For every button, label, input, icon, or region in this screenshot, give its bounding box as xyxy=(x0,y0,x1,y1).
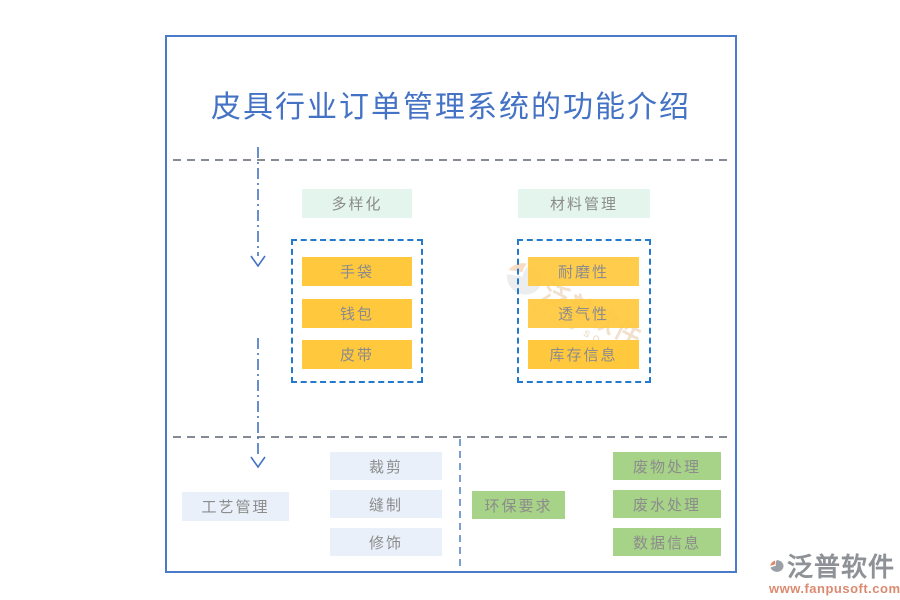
item-waste-disposal: 废物处理 xyxy=(613,452,721,480)
item-data-info: 数据信息 xyxy=(613,528,721,556)
logo-text: 泛普软件 xyxy=(786,552,895,582)
item-belt: 皮带 xyxy=(302,340,412,369)
group-box-diversification xyxy=(291,239,423,383)
fanpu-logo: 泛普软件 www.fanpusoft.com xyxy=(769,547,900,596)
logo-url: www.fanpusoft.com xyxy=(769,581,900,596)
label-process: 工艺管理 xyxy=(182,492,289,521)
item-sewing: 缝制 xyxy=(330,490,442,518)
label-environment: 环保要求 xyxy=(472,491,565,519)
label-material: 材料管理 xyxy=(518,189,650,218)
item-trimming: 修饰 xyxy=(330,528,442,556)
label-diversification: 多样化 xyxy=(302,189,412,218)
item-inventory-info: 库存信息 xyxy=(528,340,639,369)
item-wear-resistance: 耐磨性 xyxy=(528,257,639,286)
item-wastewater-treatment: 废水处理 xyxy=(613,490,721,518)
item-breathability: 透气性 xyxy=(528,299,639,328)
diagram-frame xyxy=(165,35,737,573)
item-wallet: 钱包 xyxy=(302,299,412,328)
group-box-material xyxy=(517,239,651,383)
item-cutting: 裁剪 xyxy=(330,452,442,480)
diagram-title: 皮具行业订单管理系统的功能介绍 xyxy=(211,91,691,124)
item-handbag: 手袋 xyxy=(302,257,412,286)
fanpu-logo-icon xyxy=(770,559,784,572)
